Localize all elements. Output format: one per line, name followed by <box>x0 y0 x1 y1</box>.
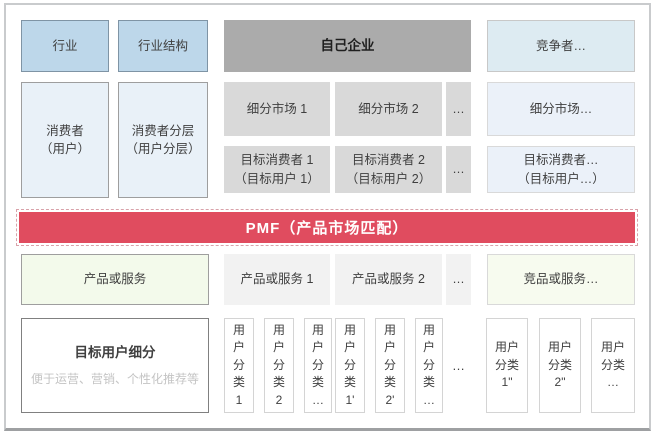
user-class-row-ellipsis: … <box>452 358 465 373</box>
own-product-box: 产品或服务 <box>21 254 209 305</box>
user-segmentation-title: 目标用户细分 <box>74 344 156 360</box>
own-company-header: 自己企业 <box>224 20 471 72</box>
product-2: 产品或服务 2 <box>335 254 442 305</box>
market-segment-2: 细分市场 2 <box>335 82 442 136</box>
product-1: 产品或服务 1 <box>224 254 330 305</box>
user-class-ellipsis-prime: 用 户 分 类 … <box>415 318 443 413</box>
competitor-target-consumer: 目标消费者… （目标用户…） <box>487 146 635 193</box>
user-class-ellipsis: 用 户 分 类 … <box>304 318 332 413</box>
user-class-1-prime: 用 户 分 类 1' <box>335 318 365 413</box>
target-consumer-2: 目标消费者 2 （目标用户 2） <box>335 146 442 193</box>
consumers-box: 消费者 （用户） <box>21 82 109 198</box>
user-class-2-prime: 用 户 分 类 2' <box>375 318 405 413</box>
user-class-1: 用 户 分 类 1 <box>224 318 254 413</box>
target-consumer-ellipsis: … <box>446 146 471 193</box>
consumer-layers-box: 消费者分层 （用户分层） <box>118 82 208 198</box>
competitor-product-box: 竞品或服务… <box>487 254 635 305</box>
pmf-banner: PMF（产品市场匹配） <box>16 209 638 246</box>
target-consumer-1: 目标消费者 1 （目标用户 1） <box>224 146 330 193</box>
pmf-banner-label: PMF（产品市场匹配） <box>19 212 635 243</box>
user-class-2: 用 户 分 类 2 <box>264 318 294 413</box>
competitor-user-class-ellipsis: 用户 分类 … <box>591 318 635 413</box>
industry-box: 行业 <box>21 20 109 72</box>
market-segment-ellipsis: … <box>446 82 471 136</box>
competitor-user-class-2: 用户 分类 2" <box>539 318 581 413</box>
user-segmentation-box: 目标用户细分 便于运营、营销、个性化推荐等 <box>21 318 209 413</box>
competitors-box: 竞争者… <box>487 20 635 72</box>
product-ellipsis: … <box>446 254 471 305</box>
competitor-market-segment: 细分市场… <box>487 82 635 136</box>
competitor-user-class-1: 用户 分类 1" <box>486 318 528 413</box>
market-segment-1: 细分市场 1 <box>224 82 330 136</box>
user-segmentation-subtitle: 便于运营、营销、个性化推荐等 <box>30 372 199 387</box>
industry-structure-box: 行业结构 <box>118 20 208 72</box>
